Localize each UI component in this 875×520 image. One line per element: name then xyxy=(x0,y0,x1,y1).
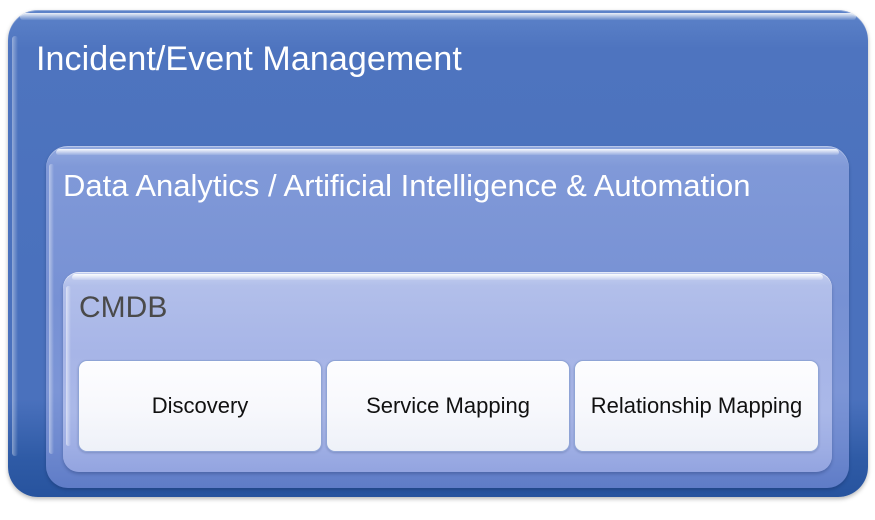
leaf-label-discovery: Discovery xyxy=(151,393,249,418)
leaf-label-relationship-mapping: Relationship Mapping xyxy=(590,393,803,418)
leaf-label-service-mapping: Service Mapping xyxy=(366,393,530,418)
leaf-box-relationship-mapping[interactable]: Relationship Mapping xyxy=(574,360,819,452)
leaf-box-service-mapping[interactable]: Service Mapping xyxy=(326,360,570,452)
layer-title-incident-event-management: Incident/Event Management xyxy=(36,40,462,78)
layer-incident-event-management[interactable]: Incident/Event Management Data Analytics… xyxy=(8,10,868,497)
layer-title-cmdb: CMDB xyxy=(79,291,168,324)
layer-title-data-analytics-ai-automation: Data Analytics / Artificial Intelligence… xyxy=(63,168,751,203)
leaf-box-discovery[interactable]: Discovery xyxy=(78,360,322,452)
